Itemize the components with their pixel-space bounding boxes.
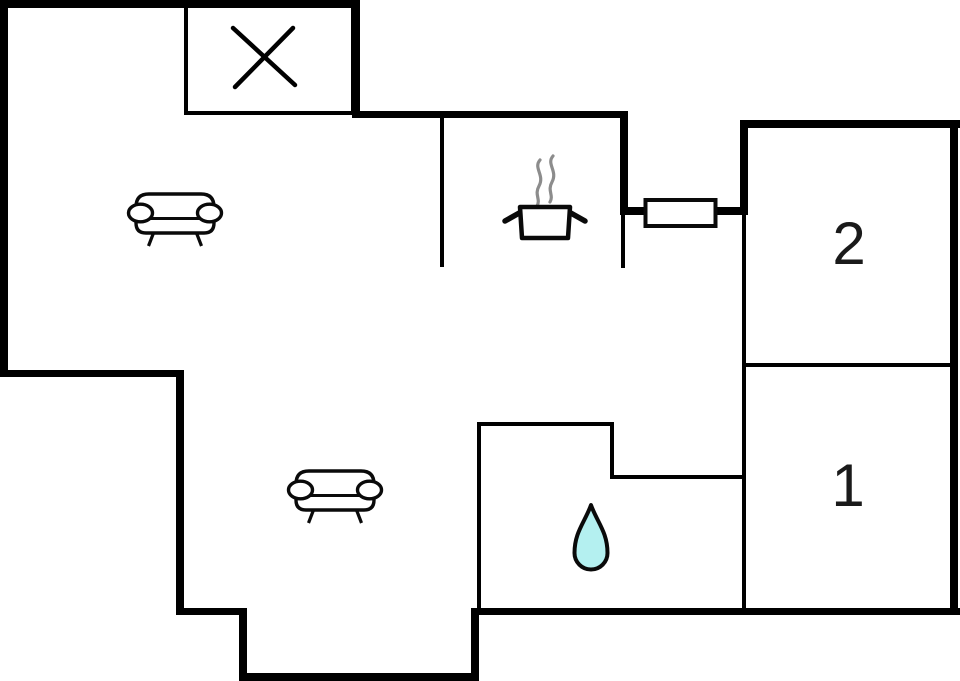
wall-bathroom-step [610,422,614,479]
steam-wave-right [548,154,556,204]
water-drop-icon [572,503,610,572]
wall-bay-right [471,608,479,681]
room-2-label: 2 [832,210,865,277]
wall-kitchen-top [352,111,628,118]
wall-kitchen-right-upper [620,111,628,215]
steam-icon [535,154,556,208]
wall-door-stub-left [628,207,646,215]
wall-kitchen-divider [440,118,444,267]
wall-bottom-right-segment [471,608,960,615]
wall-kitchen-right-lower [621,215,625,268]
wall-bathroom-top [477,422,614,426]
wall-rooms-divider [742,363,950,367]
wall-room1-left [742,367,746,608]
room-1-label: 1 [831,452,864,519]
window-cross-line-2 [232,25,296,90]
wall-room2-left-lower [742,215,746,365]
cooking-area [502,154,588,241]
wall-room2-top [740,120,960,128]
terrace-outline [184,2,355,115]
terrace [184,2,355,115]
wall-bathroom-right-horizontal [610,475,746,479]
wall-left [0,0,8,377]
wall-step-left-horizontal [0,370,184,377]
steam-wave-left [535,158,543,208]
wall-bay-left [239,608,247,681]
wall-bathroom-left [477,422,481,608]
cooking-pot-icon [502,204,588,241]
wall-step-left-vertical [176,370,184,615]
inner-walls [440,118,950,608]
wall-door-stub-right [714,207,741,215]
water-drop-shape [572,503,610,572]
window-cross-icon [230,25,298,90]
pot-body [517,204,573,241]
wall-bottom-left-segment [176,608,247,615]
wall-top [0,0,360,8]
door-icon [643,198,718,228]
wall-right [950,120,958,615]
wall-room2-left-upper [740,120,748,215]
wall-bay-bottom [239,673,479,681]
wall-terrace-right [352,0,360,118]
